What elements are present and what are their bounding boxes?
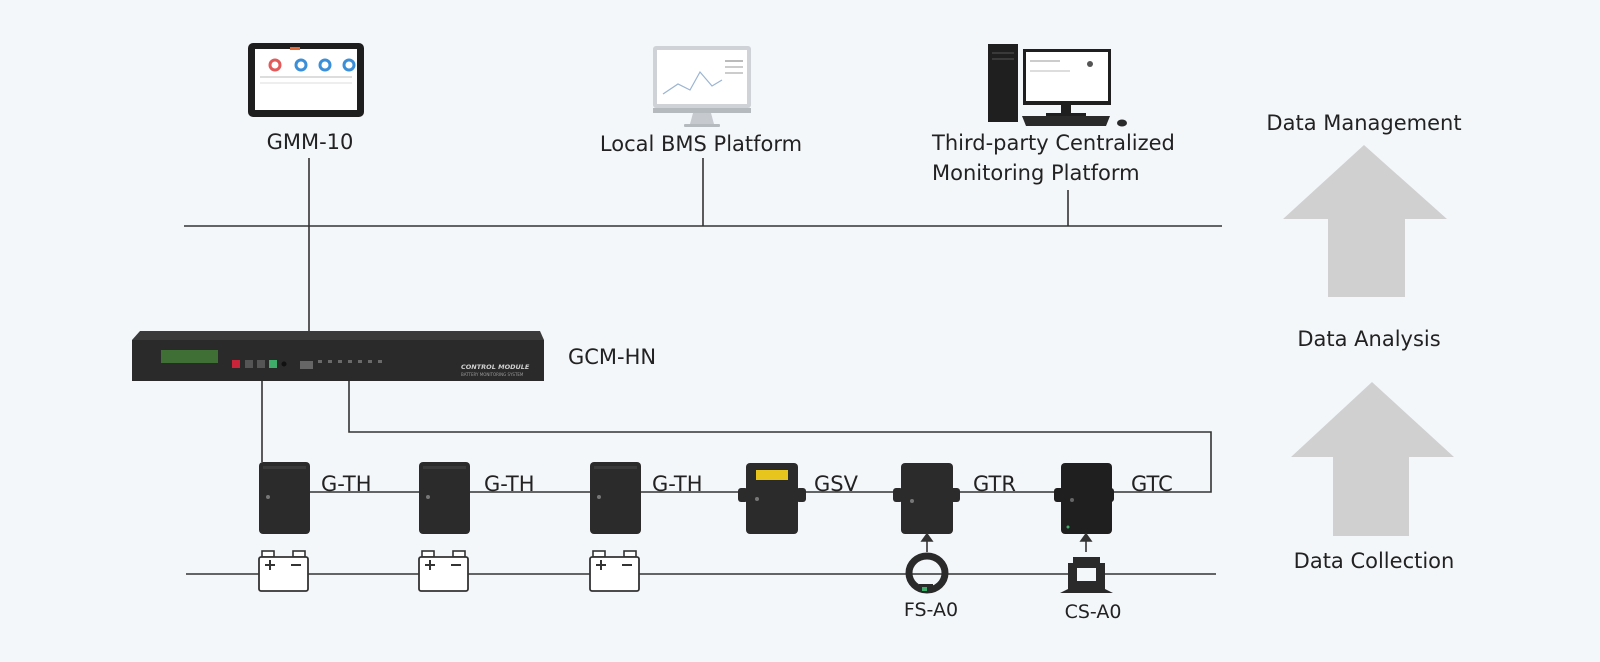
battery-icon xyxy=(418,550,469,592)
sensor-label: G-TH xyxy=(652,472,703,496)
gtr-module-icon xyxy=(893,463,960,534)
bms-monitor-icon xyxy=(653,46,751,127)
gmm-tablet-icon xyxy=(248,43,364,117)
local-bms-label: Local BMS Platform xyxy=(599,132,803,156)
gmm-label: GMM-10 xyxy=(266,130,354,154)
signal-arrow-icon xyxy=(920,532,934,552)
sensor-label: G-TH xyxy=(484,472,535,496)
third-party-label-line1: Third-party Centralized xyxy=(932,131,1175,155)
gtc-module-icon xyxy=(1054,463,1114,534)
battery-icon xyxy=(589,550,640,592)
controller-loop-line xyxy=(348,381,1212,493)
signal-arrow-icon xyxy=(1079,532,1093,552)
controller-panel-title: CONTROL MODULE xyxy=(461,363,530,371)
workstation-icon xyxy=(988,44,1127,127)
layer-label-analysis: Data Analysis xyxy=(1297,327,1441,351)
fs-sensor-label: FS-A0 xyxy=(903,599,959,621)
controller-label: GCM-HN xyxy=(568,345,657,369)
sensor-module-icon xyxy=(590,462,641,534)
gcm-controller-icon: CONTROL MODULE BATTERY MONITORING SYSTEM xyxy=(132,331,544,381)
battery-icon xyxy=(258,550,309,592)
gsv-module-icon xyxy=(738,463,806,534)
sensor-label: GTR xyxy=(973,472,1016,496)
third-party-label-line2: Monitoring Platform xyxy=(932,161,1140,185)
sensor-label: GSV xyxy=(814,472,858,496)
fs-ring-sensor-icon xyxy=(905,552,949,594)
big-up-arrow-icon xyxy=(1291,382,1454,536)
layer-label-management: Data Management xyxy=(1266,111,1462,135)
big-up-arrow-icon xyxy=(1283,145,1447,297)
cs-sensor-label: CS-A0 xyxy=(1064,601,1122,623)
sensor-label: GTC xyxy=(1131,472,1173,496)
cs-clamp-sensor-icon xyxy=(1060,557,1113,593)
sensor-module-icon xyxy=(419,462,470,534)
layer-label-collection: Data Collection xyxy=(1293,549,1455,573)
controller-panel-subtitle: BATTERY MONITORING SYSTEM xyxy=(461,372,524,377)
sensor-label: G-TH xyxy=(321,472,372,496)
sensor-module-icon xyxy=(259,462,310,534)
